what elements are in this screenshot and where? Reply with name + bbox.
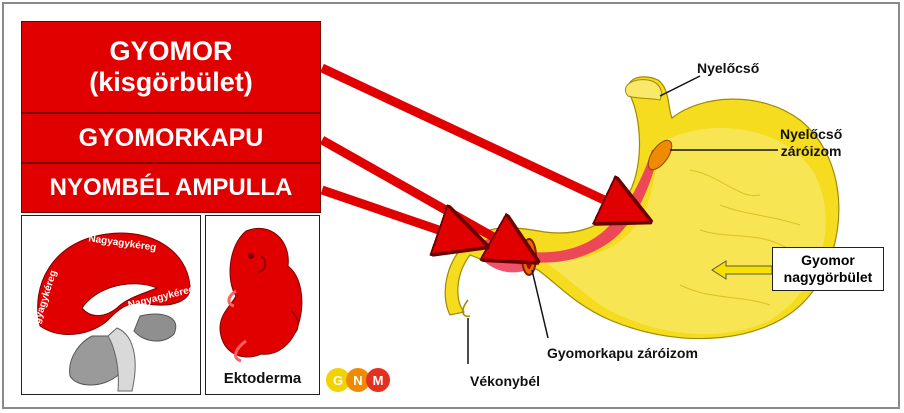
leader-esophagus — [660, 76, 700, 96]
label-esophagus: Nyelőcső — [697, 60, 759, 77]
leader-pyloric-sphincter — [532, 270, 548, 338]
label-esophageal-sphincter-line1: Nyelőcső — [780, 126, 842, 143]
label-small-intestine: Vékonybél — [470, 373, 540, 390]
arrow-stomach — [322, 68, 632, 213]
label-esophageal-sphincter: Nyelőcső záróizom — [780, 126, 842, 160]
label-pyloric-sphincter: Gyomorkapu záróizom — [547, 345, 698, 362]
greater-curvature-callout: Gyomor nagygörbület — [772, 247, 884, 291]
greater-curvature-line2: nagygörbület — [773, 269, 883, 286]
greater-curvature-line1: Gyomor — [773, 252, 883, 269]
label-esophageal-sphincter-line2: záróizom — [780, 143, 842, 160]
